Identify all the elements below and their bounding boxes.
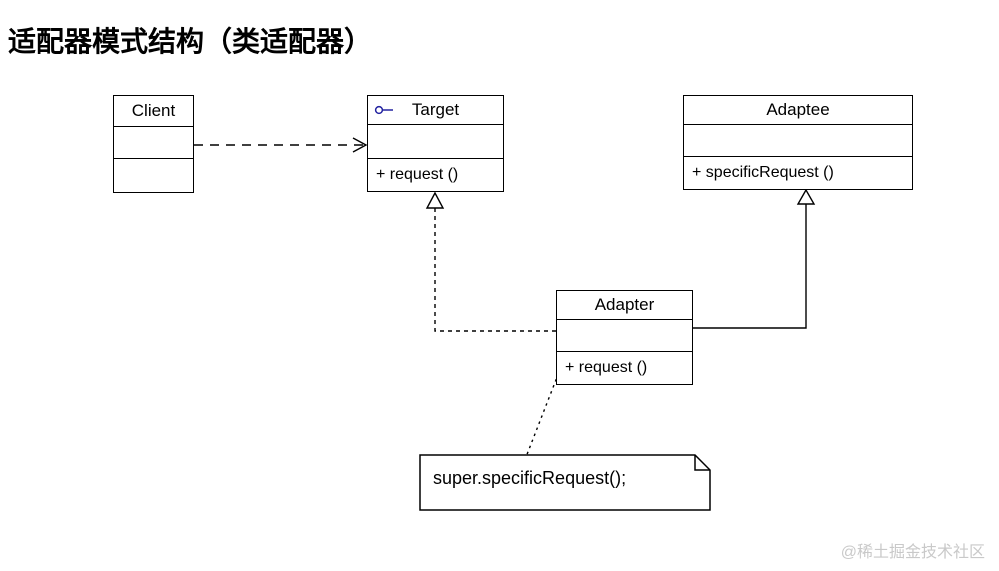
hollow-triangle-icon bbox=[796, 188, 816, 205]
class-box-adapter: Adapter + request () bbox=[556, 290, 693, 385]
class-client-operations-compartment bbox=[114, 159, 193, 192]
class-adaptee-operation: + specificRequest () bbox=[692, 164, 834, 181]
class-adapter-operations-compartment: + request () bbox=[557, 352, 692, 384]
class-adaptee-attributes-compartment bbox=[684, 125, 912, 157]
class-adapter-attributes-compartment bbox=[557, 320, 692, 352]
interface-lollipop-icon bbox=[374, 105, 393, 115]
open-arrowhead-icon bbox=[352, 137, 368, 153]
class-adapter-name: Adapter bbox=[594, 295, 655, 314]
class-adapter-operation: + request () bbox=[565, 359, 648, 376]
realization-line-adapter-target bbox=[425, 191, 556, 332]
diagram-title: 适配器模式结构（类适配器） bbox=[8, 26, 373, 57]
dependency-arrow-client-target bbox=[194, 137, 368, 153]
note-text: super.specificRequest(); bbox=[433, 468, 627, 488]
class-target-name: Target bbox=[411, 100, 460, 119]
class-client-name: Client bbox=[131, 101, 176, 120]
class-target-operations-compartment: + request () bbox=[368, 159, 503, 191]
class-box-client: Client bbox=[113, 95, 194, 193]
generalization-line-adapter-adaptee bbox=[693, 188, 816, 329]
class-box-target: Target + request () bbox=[367, 95, 504, 192]
class-target-operation: + request () bbox=[376, 166, 459, 183]
hollow-triangle-icon bbox=[425, 191, 445, 209]
note-anchor-line bbox=[525, 366, 562, 458]
class-client-header: Client bbox=[114, 96, 193, 127]
class-target-attributes-compartment bbox=[368, 125, 503, 159]
watermark-text: @稀土掘金技术社区 bbox=[840, 544, 985, 561]
note-shape bbox=[419, 454, 711, 511]
class-adapter-header: Adapter bbox=[557, 291, 692, 320]
class-box-adaptee: Adaptee + specificRequest () bbox=[683, 95, 913, 190]
note-fold-corner-icon bbox=[694, 455, 710, 471]
class-client-attributes-compartment bbox=[114, 127, 193, 159]
class-adaptee-header: Adaptee bbox=[684, 96, 912, 125]
class-adaptee-operations-compartment: + specificRequest () bbox=[684, 157, 912, 189]
class-target-header: Target bbox=[368, 96, 503, 125]
class-adaptee-name: Adaptee bbox=[766, 100, 830, 119]
